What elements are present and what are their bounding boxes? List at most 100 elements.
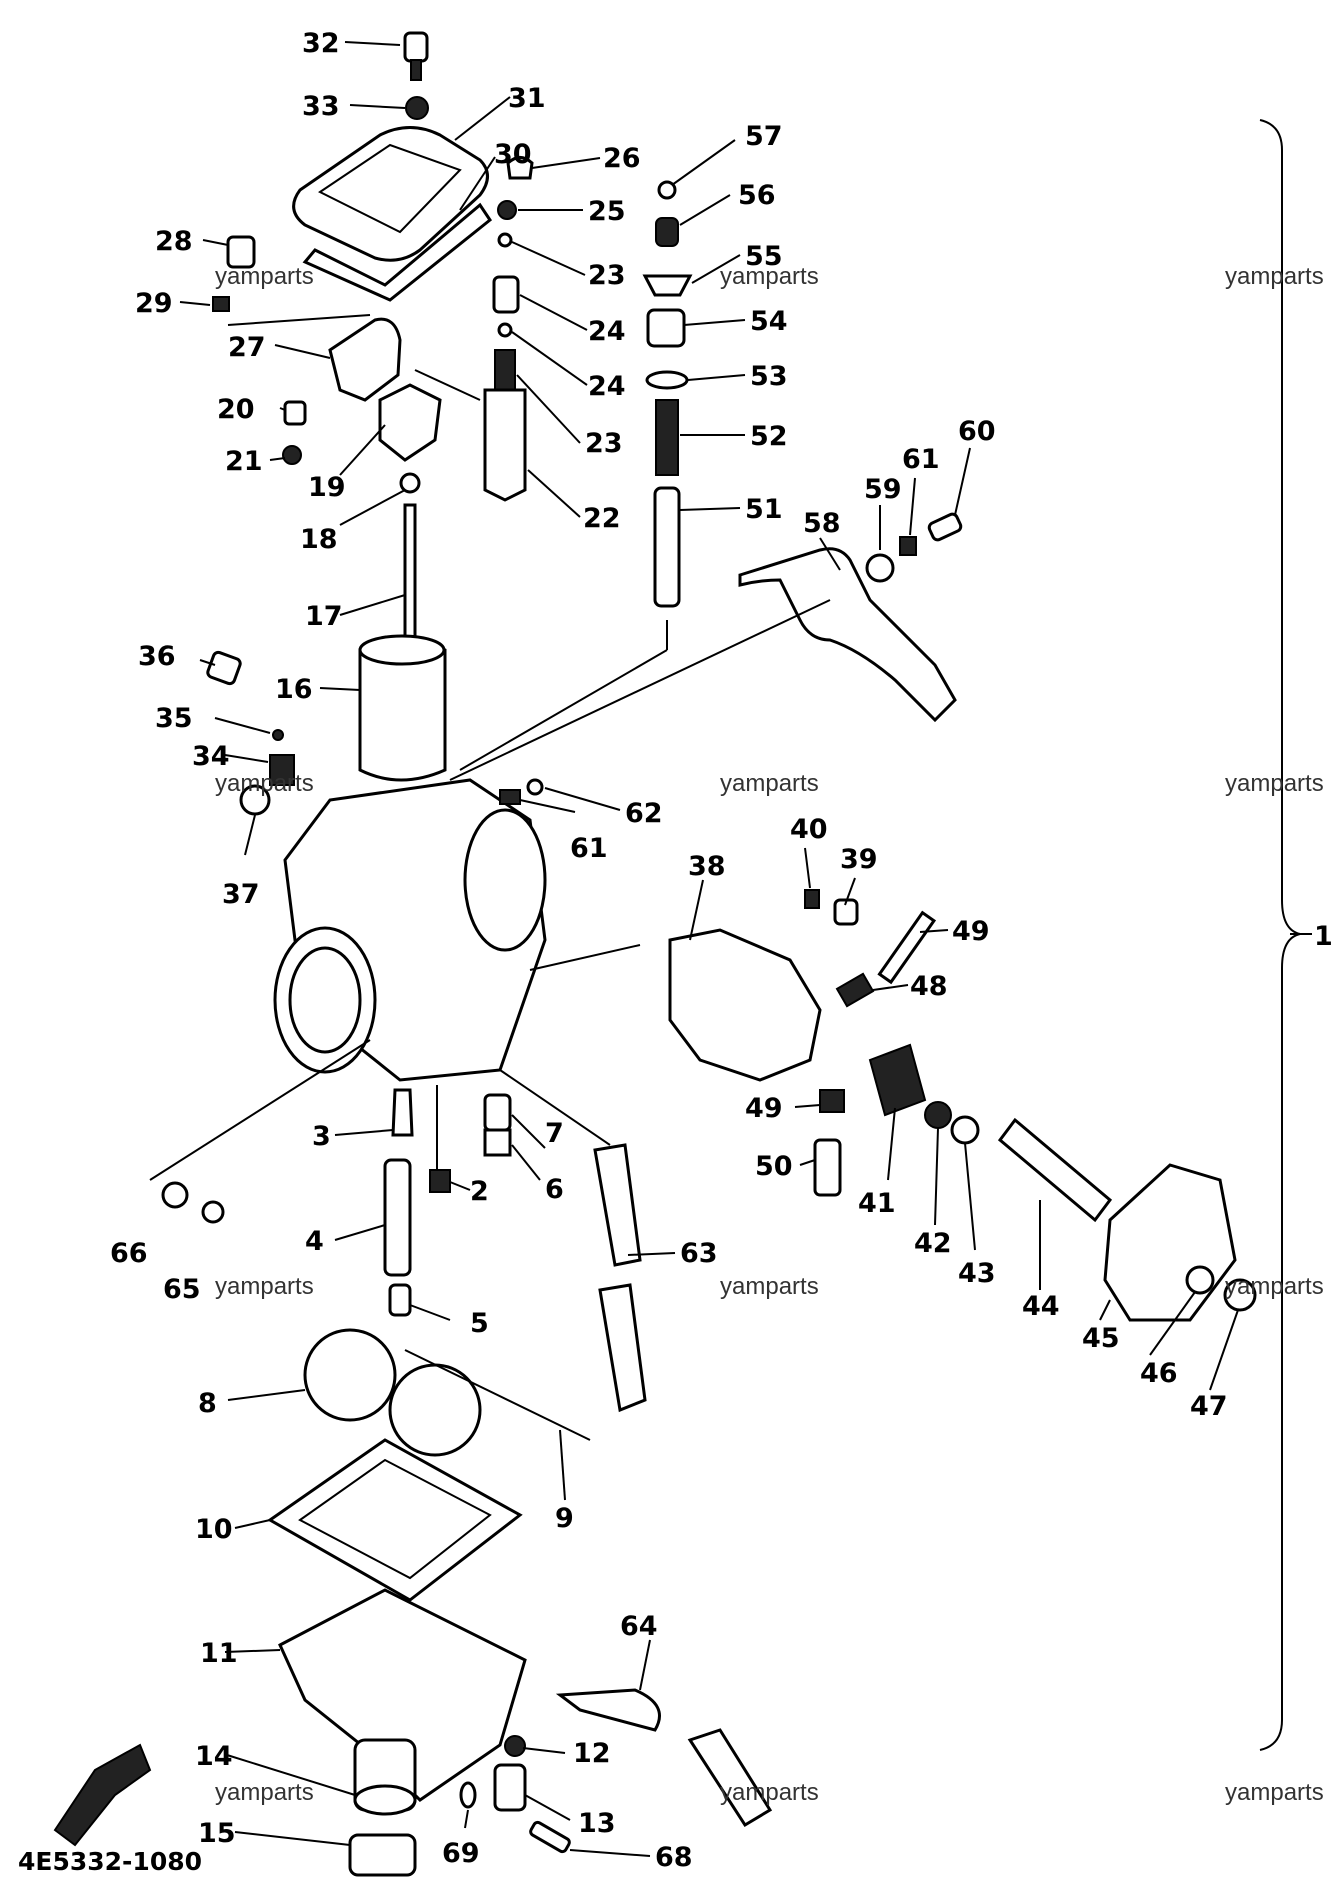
callout-label: 53 <box>750 361 788 392</box>
callout-label: 52 <box>750 421 788 452</box>
part-56 <box>642 274 693 297</box>
callout-label: 31 <box>508 83 546 114</box>
catalog-code: 4E5332-1080 <box>18 1847 202 1876</box>
callout-label: 42 <box>914 1228 952 1259</box>
intake-bore-inner <box>288 946 362 1054</box>
washer-21 <box>282 445 302 465</box>
callout-label: 25 <box>588 196 626 227</box>
gasket-12 <box>504 1735 526 1757</box>
oring-54 <box>645 370 689 390</box>
sleeve-25 <box>492 275 520 314</box>
part-64 <box>526 778 544 796</box>
callout-label: 24 <box>588 316 626 347</box>
link-39 <box>529 944 641 971</box>
callout-label: 61 <box>570 833 608 864</box>
callout-label: 68 <box>655 1842 693 1873</box>
part-6 <box>483 1128 512 1157</box>
bracket-28 <box>328 317 402 402</box>
oring-44 <box>950 1115 980 1145</box>
jets-group <box>161 1088 647 1413</box>
callout-label: 35 <box>155 703 193 734</box>
nut-30 <box>212 296 230 312</box>
cap-27 <box>506 156 534 180</box>
top-cover-gasket <box>302 202 493 302</box>
part-7 <box>483 1093 512 1132</box>
part-51 <box>813 1138 842 1197</box>
float-bowl-group <box>278 1588 773 1877</box>
callout-label: 64 <box>620 1611 658 1642</box>
callout-label: 48 <box>910 971 948 1002</box>
jet-3 <box>391 1088 414 1137</box>
clip-18 <box>399 472 421 494</box>
connection-lines <box>149 314 831 1181</box>
part-48 <box>1223 1278 1257 1312</box>
oring-14 <box>353 1784 417 1816</box>
callout-label: 5 <box>470 1308 489 1339</box>
float-group <box>267 1328 591 1602</box>
callout-label: 23 <box>588 260 626 291</box>
oring-70 <box>459 1781 477 1809</box>
callout-label: 45 <box>1082 1323 1120 1354</box>
callout-label: 23 <box>585 428 623 459</box>
callout-label: 49 <box>952 916 990 947</box>
hose-65-b <box>598 1283 647 1413</box>
callout-label: 19 <box>308 472 346 503</box>
callout-label: 39 <box>840 844 878 875</box>
starter-plunger-group <box>483 156 534 502</box>
main-jet-5 <box>388 1283 412 1317</box>
callout-label: 60 <box>958 416 996 447</box>
needle-jet-4 <box>383 1158 412 1277</box>
part-55 <box>646 308 686 348</box>
callout-label: 66 <box>110 1238 148 1269</box>
watermark-text: yamparts <box>1225 770 1324 797</box>
screw-50 <box>877 910 937 985</box>
cap-58 <box>657 180 677 200</box>
callout-label: 55 <box>745 241 783 272</box>
part-26 <box>497 200 517 220</box>
callout-label: 57 <box>745 121 783 152</box>
watermarks: yamparts yamparts yamparts yamparts yamp… <box>215 263 1324 1806</box>
callout-label: 1 <box>1314 921 1333 952</box>
pilot-screw-group <box>642 180 693 608</box>
part-24b <box>497 322 513 338</box>
float-8b <box>388 1363 482 1457</box>
gasket-10-inner <box>298 1458 492 1580</box>
cover-46 <box>1103 1163 1237 1322</box>
lever-group <box>738 512 963 723</box>
callout-label: 6 <box>545 1174 564 1205</box>
callout-label: 49 <box>745 1093 783 1124</box>
callout-label: 58 <box>803 508 841 539</box>
callout-label: 11 <box>200 1638 238 1669</box>
plate-19 <box>378 383 442 462</box>
callout-label: 69 <box>442 1838 480 1869</box>
part-47 <box>1185 1265 1215 1295</box>
callout-label: 7 <box>545 1118 564 1149</box>
callout-label: 36 <box>138 641 176 672</box>
callout-label: 14 <box>195 1741 233 1772</box>
washer-34 <box>405 96 429 120</box>
watermark-text: yamparts <box>215 263 314 290</box>
callout-label: 32 <box>302 28 340 59</box>
callout-label: 44 <box>1022 1291 1060 1322</box>
part-43 <box>924 1101 952 1129</box>
screw-29 <box>226 235 256 269</box>
callout-label: 61 <box>902 444 940 475</box>
callout-label: 12 <box>573 1738 611 1769</box>
callout-label: 15 <box>198 1818 236 1849</box>
screw-69 <box>529 1820 571 1854</box>
fitting-37 <box>206 650 242 686</box>
screw-33-thread <box>410 59 422 81</box>
plunger-22 <box>483 388 527 502</box>
link-68 <box>149 1039 371 1181</box>
link-28 <box>414 369 481 401</box>
top-cover <box>292 126 489 262</box>
gasket-10 <box>267 1438 523 1602</box>
callout-label: 20 <box>217 394 255 425</box>
pump-housing-39 <box>668 928 822 1082</box>
outlet-bore <box>463 808 547 952</box>
link-65 <box>499 1069 611 1146</box>
screw-13 <box>493 1763 527 1812</box>
callout-label: 18 <box>300 524 338 555</box>
fwd-arrow-icon <box>53 1743 152 1847</box>
washer-60 <box>865 553 895 583</box>
